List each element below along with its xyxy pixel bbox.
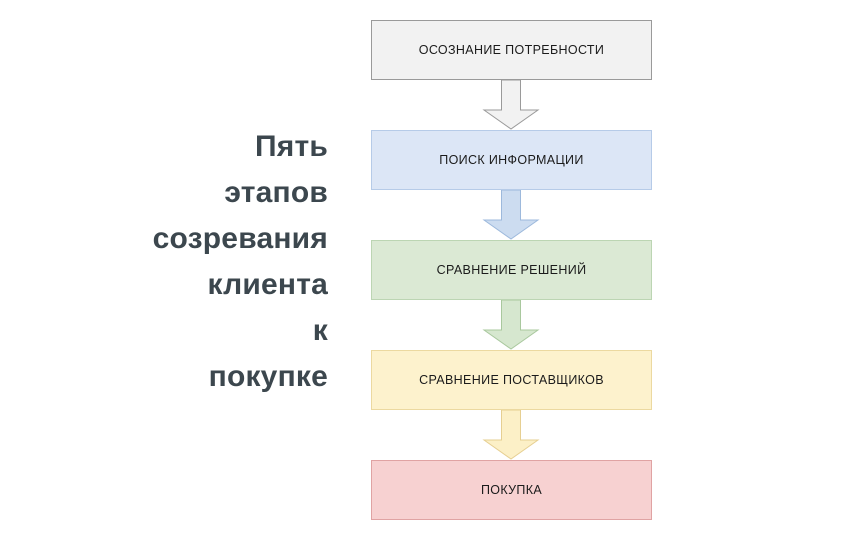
- process-step-label: ОСОЗНАНИЕ ПОТРЕБНОСТИ: [418, 42, 605, 57]
- process-step-label: ПОКУПКА: [480, 482, 543, 497]
- down-block-arrow-icon-2: [480, 190, 542, 240]
- down-block-arrow-icon-3: [480, 300, 542, 350]
- process-step-purchase[interactable]: ПОКУПКА: [371, 460, 652, 520]
- process-step-label: СРАВНЕНИЕ ПОСТАВЩИКОВ: [419, 372, 604, 387]
- page-title: Пять этапов созревания клиента к покупке: [152, 130, 328, 393]
- process-step-label: СРАВНЕНИЕ РЕШЕНИЙ: [436, 262, 587, 277]
- process-step-supplier-comparison[interactable]: СРАВНЕНИЕ ПОСТАВЩИКОВ: [371, 350, 652, 410]
- process-step-information-search[interactable]: ПОИСК ИНФОРМАЦИИ: [371, 130, 652, 190]
- process-step-label: ПОИСК ИНФОРМАЦИИ: [439, 152, 584, 167]
- down-block-arrow-icon-4: [480, 410, 542, 460]
- process-flow: ОСОЗНАНИЕ ПОТРЕБНОСТИ ПОИСК ИНФОРМАЦИИ С…: [371, 20, 652, 521]
- process-step-solution-comparison[interactable]: СРАВНЕНИЕ РЕШЕНИЙ: [371, 240, 652, 300]
- process-step-awareness[interactable]: ОСОЗНАНИЕ ПОТРЕБНОСТИ: [371, 20, 652, 80]
- down-block-arrow-icon-1: [480, 80, 542, 130]
